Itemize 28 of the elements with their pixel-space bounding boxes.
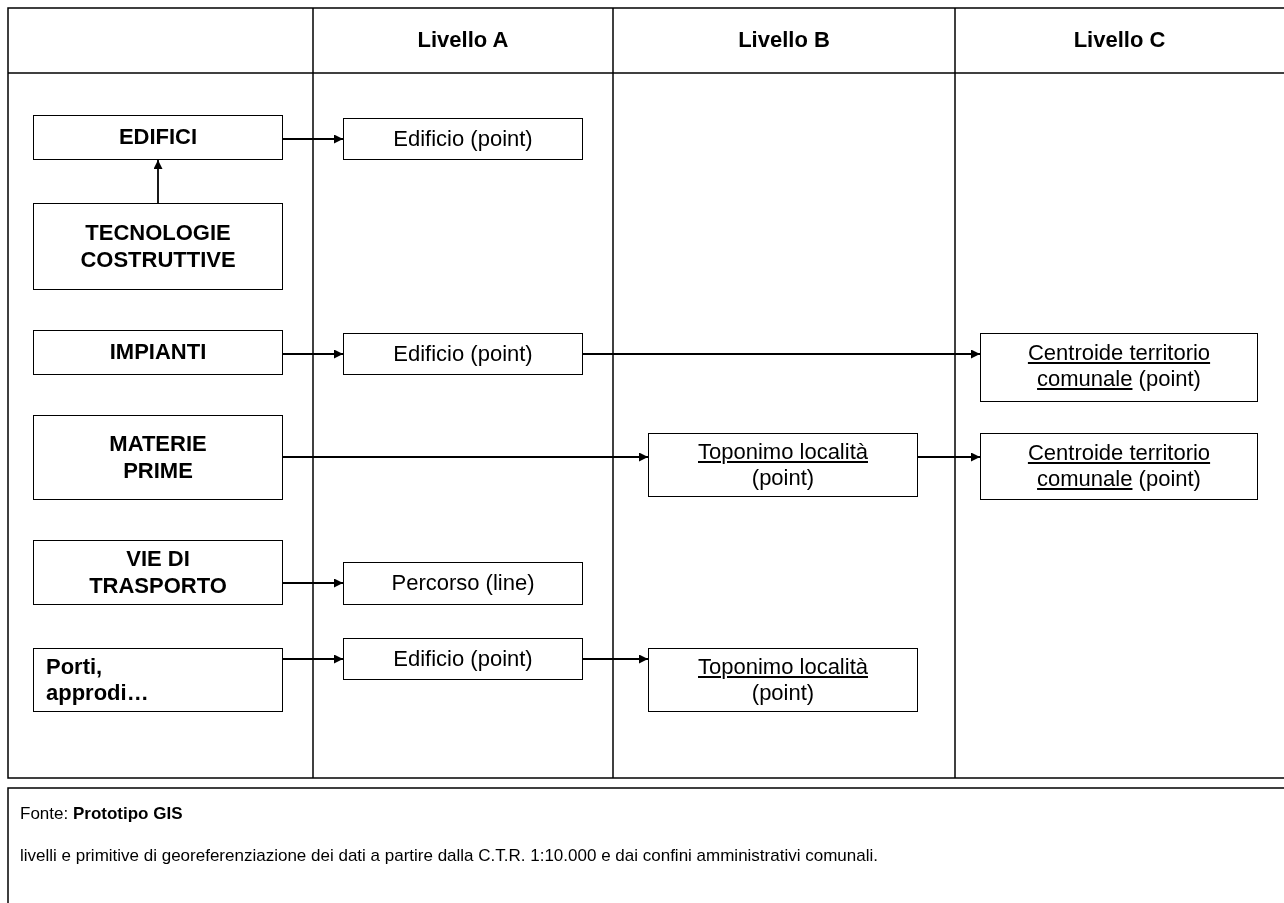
feature-box: Edificio (point) xyxy=(343,333,583,375)
arrow xyxy=(917,452,981,462)
arrow xyxy=(582,349,981,359)
arrow xyxy=(282,578,344,588)
feature-box: Centroide territorio comunale (point) xyxy=(980,433,1258,500)
feature-box: Toponimo località (point) xyxy=(648,648,918,712)
category-box: EDIFICI xyxy=(33,115,283,160)
category-box: VIE DI TRASPORTO xyxy=(33,540,283,605)
arrow xyxy=(282,134,344,144)
feature-box: Edificio (point) xyxy=(343,118,583,160)
arrow xyxy=(282,654,344,664)
source-note: Fonte: Prototipo GIS xyxy=(20,803,184,825)
feature-box: Percorso (line) xyxy=(343,562,583,605)
column-header: Livello C xyxy=(1072,26,1167,54)
feature-box: Toponimo località (point) xyxy=(648,433,918,497)
feature-box: Centroide territorio comunale (point) xyxy=(980,333,1258,402)
category-box: MATERIE PRIME xyxy=(33,415,283,500)
category-box: Porti, approdi… xyxy=(33,648,283,712)
category-box: TECNOLOGIE COSTRUTTIVE xyxy=(33,203,283,290)
feature-box: Edificio (point) xyxy=(343,638,583,680)
column-header: Livello B xyxy=(737,26,831,54)
arrow xyxy=(282,349,344,359)
arrow xyxy=(282,452,649,462)
caption-text: livelli e primitive di georeferenziazione dei dati a partire dalla C.T.R. 1:10.000 e dai confini amministrativi comunali. xyxy=(20,845,879,867)
column-header: Livello A xyxy=(416,26,510,54)
arrow xyxy=(582,654,649,664)
category-box: IMPIANTI xyxy=(33,330,283,375)
arrow xyxy=(153,159,163,204)
